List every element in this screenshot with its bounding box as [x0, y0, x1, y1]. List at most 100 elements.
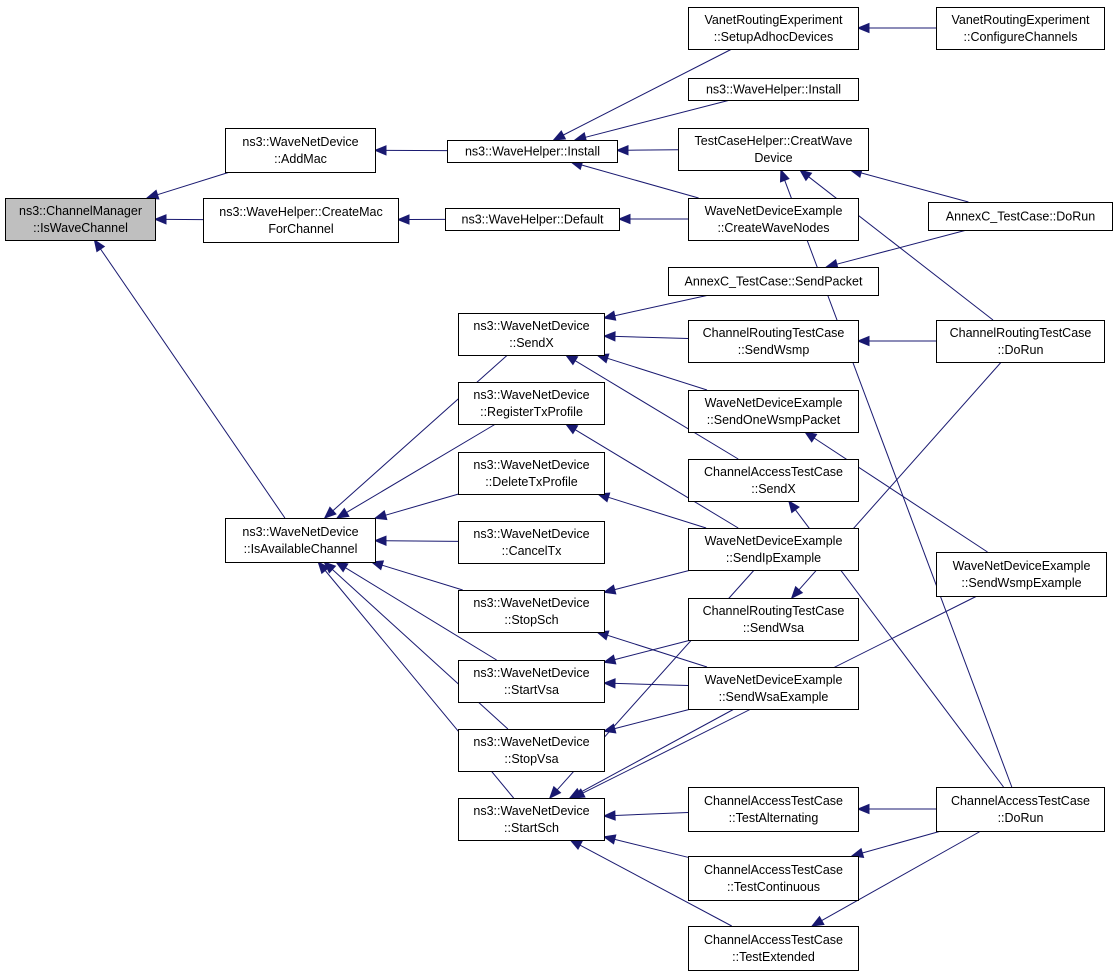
edge-line [574, 360, 739, 460]
node-cat-dorun[interactable]: ChannelAccessTestCase::DoRun [936, 787, 1105, 832]
edge-n_setupadhoc-to-n_install [552, 48, 733, 141]
edge-n_addmac-to-n_root [145, 171, 231, 200]
node-box [668, 267, 879, 296]
node-label-line: ::AddMac [274, 152, 327, 166]
node-label-line: AnnexC_TestCase::SendPacket [685, 275, 863, 289]
edges-layer [93, 22, 1013, 927]
edge-line [585, 99, 731, 138]
node-box [458, 590, 605, 633]
edge-line [614, 335, 689, 339]
edge-line [581, 164, 699, 199]
edge-line [608, 496, 707, 529]
node-label-line: ::SendIpExample [726, 551, 821, 565]
node-label-line: ForChannel [268, 222, 333, 236]
node-sendwsaex[interactable]: WaveNetDeviceExample::SendWsaExample [688, 667, 859, 710]
node-sendip[interactable]: WaveNetDeviceExample::SendIpExample [688, 528, 859, 571]
node-label-line: ::SendWsa [743, 621, 804, 635]
node-sendx[interactable]: ns3::WaveNetDevice::SendX [458, 313, 605, 356]
edge-arrowhead [788, 499, 800, 514]
node-label-line: ::CancelTx [502, 544, 562, 558]
node-box [688, 198, 859, 241]
edge-arrowhead [145, 189, 160, 200]
node-wavehelperinst[interactable]: ns3::WaveHelper::Install [688, 78, 859, 101]
node-regtx[interactable]: ns3::WaveNetDevice::RegisterTxProfile [458, 382, 605, 425]
edge-n_createnodes-to-n_default [617, 213, 688, 225]
node-box [688, 926, 859, 971]
node-canceltx[interactable]: ns3::WaveNetDevice::CancelTx [458, 521, 605, 564]
edge-n_cat_dorun-to-n_testalt [856, 803, 936, 815]
node-label-line: ChannelRoutingTestCase [703, 326, 845, 340]
node-stopsch[interactable]: ns3::WaveNetDevice::StopSch [458, 590, 605, 633]
edge-n_annexrun-to-n_creatwave [849, 167, 969, 203]
edge-line [579, 708, 735, 794]
node-cat-sendx[interactable]: ChannelAccessTestCase::SendX [688, 459, 859, 502]
node-box [458, 313, 605, 356]
edge-line [385, 493, 459, 516]
edge-arrowhead [373, 535, 387, 546]
edge-n_crt_sendwsmp-to-n_sendx [602, 331, 689, 342]
edge-line [614, 812, 689, 816]
node-annexsend[interactable]: AnnexC_TestCase::SendPacket [668, 267, 879, 296]
node-label-line: ::TestContinuous [727, 880, 820, 894]
edge-n_creatwave-to-n_install [615, 144, 679, 156]
node-testext[interactable]: ChannelAccessTestCase::TestExtended [688, 926, 859, 971]
node-sendwsmpex[interactable]: WaveNetDeviceExample::SendWsmpExample [936, 552, 1107, 597]
edge-n_install-to-n_addmac [373, 145, 448, 156]
node-isavail[interactable]: ns3::WaveNetDevice::IsAvailableChannel [225, 518, 376, 563]
node-box [688, 78, 859, 101]
node-label-line: ns3::WaveNetDevice [473, 735, 589, 749]
node-crt-sendwsa[interactable]: ChannelRoutingTestCase::SendWsa [688, 598, 859, 641]
edge-arrowhead [602, 723, 617, 734]
node-label-line: ::TestAlternating [729, 811, 819, 825]
edge-line [614, 682, 689, 686]
node-label-line: ::DeleteTxProfile [485, 475, 577, 489]
edge-line [607, 634, 708, 668]
node-stopvsa[interactable]: ns3::WaveNetDevice::StopVsa [458, 729, 605, 772]
node-label-line: ns3::WaveNetDevice [473, 666, 589, 680]
node-sendone[interactable]: WaveNetDeviceExample::SendOneWsmpPacket [688, 390, 859, 433]
node-addmac[interactable]: ns3::WaveNetDevice::AddMac [225, 128, 376, 173]
edge-line [574, 429, 739, 529]
node-startvsa[interactable]: ns3::WaveNetDevice::StartVsa [458, 660, 605, 703]
edge-line [563, 48, 733, 136]
node-box [458, 729, 605, 772]
node-label-line: AnnexC_TestCase::DoRun [946, 210, 1095, 224]
edge-arrowhead [548, 785, 562, 799]
node-label-line: ::SendX [751, 482, 796, 496]
node-configchan[interactable]: VanetRoutingExperiment::ConfigureChannel… [936, 7, 1105, 50]
node-label-line: ::SendWsaExample [719, 690, 829, 704]
edge-arrowhead [602, 310, 617, 321]
node-box [688, 7, 859, 50]
node-setupadhoc[interactable]: VanetRoutingExperiment::SetupAdhocDevice… [688, 7, 859, 50]
node-box [688, 598, 859, 641]
node-crt-dorun[interactable]: ChannelRoutingTestCase::DoRun [936, 320, 1105, 363]
edge-line [614, 569, 692, 591]
node-label-line: ::SetupAdhocDevices [714, 30, 834, 44]
node-label-line: ::CreateWaveNodes [717, 221, 829, 235]
edge-arrowhead [396, 214, 410, 225]
node-label-line: ns3::WaveNetDevice [473, 596, 589, 610]
node-startsch[interactable]: ns3::WaveNetDevice::StartSch [458, 798, 605, 841]
node-testcont[interactable]: ChannelAccessTestCase::TestContinuous [688, 856, 859, 901]
edge-n_sendwsaex-to-n_startvsa [602, 678, 689, 689]
node-deltx[interactable]: ns3::WaveNetDevice::DeleteTxProfile [458, 452, 605, 495]
node-default[interactable]: ns3::WaveHelper::Default [445, 208, 620, 231]
node-crt-sendwsmp[interactable]: ChannelRoutingTestCase::SendWsmp [688, 320, 859, 363]
node-testalt[interactable]: ChannelAccessTestCase::TestAlternating [688, 787, 859, 832]
edge-arrowhead [373, 510, 388, 521]
node-createnodes[interactable]: WaveNetDeviceExample::CreateWaveNodes [688, 198, 859, 241]
edge-n_cat_dorun-to-n_testext [810, 830, 982, 927]
node-label-line: ChannelAccessTestCase [704, 863, 843, 877]
node-label-line: ChannelRoutingTestCase [950, 326, 1092, 340]
edge-n_cat_dorun-to-n_testcont [850, 830, 942, 858]
edge-arrowhead [856, 22, 870, 34]
node-box [688, 459, 859, 502]
node-label-line: ns3::WaveNetDevice [473, 804, 589, 818]
node-annexrun[interactable]: AnnexC_TestCase::DoRun [928, 202, 1113, 231]
node-install[interactable]: ns3::WaveHelper::Install [447, 140, 618, 163]
node-label-line: ChannelAccessTestCase [704, 933, 843, 947]
edge-arrowhead [856, 335, 870, 347]
edge-arrowhead [564, 423, 579, 435]
